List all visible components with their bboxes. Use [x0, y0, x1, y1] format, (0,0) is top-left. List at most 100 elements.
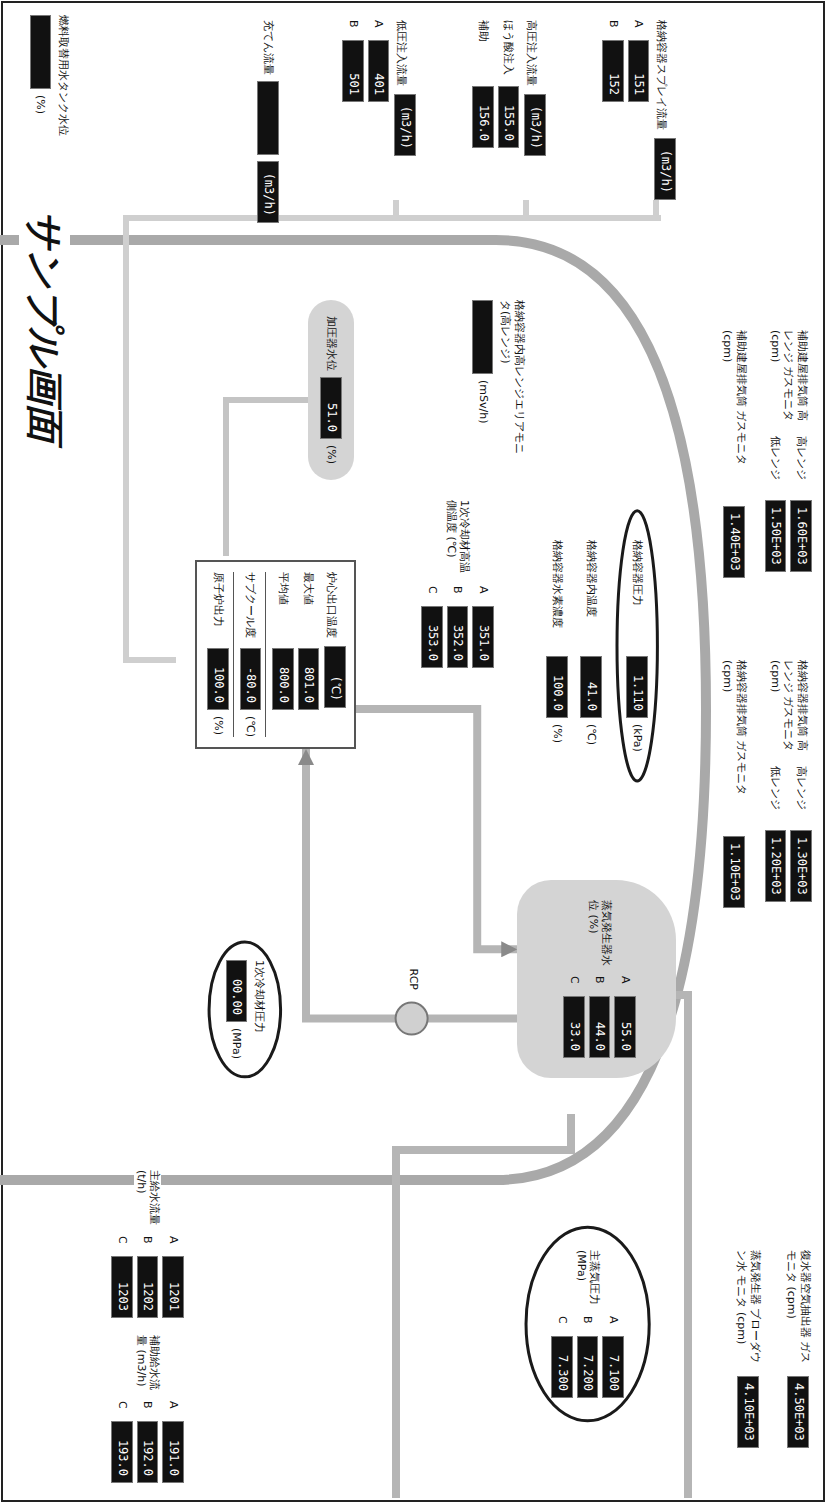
value-display: (m3/h)	[257, 161, 279, 223]
label-text: A	[618, 976, 632, 990]
readout-row: C 353.0	[421, 586, 443, 668]
value-display: 1.20E+03	[765, 830, 787, 902]
value-display: 41.0	[580, 656, 602, 718]
label-text: 低レンジ	[769, 766, 783, 824]
surge-line	[226, 400, 314, 556]
readout-row: 低レンジ 1.20E+03	[765, 766, 787, 902]
readout-row: サブクール度-80.0(℃)	[240, 572, 267, 737]
readout-panel: 主給水流量 (t/h)A1201B1202C1203	[109, 1170, 186, 1318]
readout-row: 高レンジ1.60E+03	[790, 436, 812, 572]
value-display: 1.40E+03	[723, 506, 745, 578]
label-text: 平均値	[276, 572, 290, 642]
readout-row: B7.200	[577, 1316, 599, 1398]
label-text: 補助給水流量 (m3/h)	[134, 1335, 162, 1395]
readout-row: 蒸気発生器 ブローダウン水 モニタ (cpm)4.10E+03	[735, 1250, 763, 1448]
label-text: (℃)	[584, 724, 598, 745]
readout-row: 格納容器内温度 41.0 (℃)	[580, 540, 602, 745]
pump-symbol	[396, 1003, 428, 1035]
label-text: B	[141, 1236, 155, 1250]
label-text: (kPa)	[630, 724, 644, 752]
panel-body: A191.0B192.0C193.0	[109, 1401, 186, 1483]
label-text: 最大値	[302, 572, 316, 642]
label-text: 格納容器水素濃度	[550, 540, 564, 650]
pressurizer: 加圧器水位51.0(%)	[308, 300, 354, 480]
value-display: 4.10E+03	[737, 1376, 759, 1448]
label-text: C	[425, 586, 439, 600]
readout-row: 充てん流量 (m3/h)	[257, 20, 279, 223]
panel-body: 高レンジ1.60E+03低レンジ1.50E+03	[763, 436, 814, 572]
readout-row: (%)	[30, 15, 52, 136]
highlight-ring	[617, 511, 657, 781]
panel-heading: 主蒸気圧力 (MPa)	[574, 1250, 602, 1310]
label-text: 充てん流量	[261, 20, 275, 75]
readout-row: ほう酸注入155.0	[498, 20, 520, 156]
readout-row: B 1202	[137, 1236, 159, 1318]
readout-row: 復水器空気抽出器 ガスモニタ (cpm)4.50E+03	[785, 1250, 813, 1448]
readout-panel: 1次冷却材圧力 00.00(MPa)	[224, 960, 266, 1059]
panel-heading: 格納容器内高レンジエリアモニタ(高レンジ)	[499, 300, 527, 460]
label-text: ほう酸注入	[502, 20, 516, 80]
main-steam-line	[676, 995, 688, 1498]
label-text: A	[166, 1401, 180, 1415]
panel-body: 最大値801.0平均値800.0サブクール度-80.0(℃)原子炉出力100.0…	[205, 572, 321, 737]
label-text: B	[606, 20, 620, 34]
readout-panel: 主蒸気圧力 (MPa)A7.100B7.200C7.300	[549, 1250, 626, 1398]
label-text: (%)	[211, 716, 225, 735]
readout-row: B44.0	[589, 976, 611, 1058]
value-display: 7.200	[577, 1336, 599, 1398]
label-text: A	[372, 20, 386, 34]
label-text: C	[555, 1316, 569, 1330]
panel-heading: 補助建屋排気筒 高レンジ ガスモニタ (cpm)	[768, 330, 809, 430]
value-display: 00.00	[226, 960, 248, 1022]
coolant-pipe	[356, 709, 517, 949]
panel-heading: 格納容器スプレイ流量 (m3/h)	[654, 20, 676, 200]
readout-row: A191.0	[162, 1401, 184, 1483]
readout-row: 00.00(MPa)	[226, 960, 248, 1059]
panel-body: A7.100B7.200C7.300	[549, 1316, 626, 1398]
label-text: 加圧器水位	[324, 316, 338, 371]
value-display: 1.110	[626, 656, 648, 718]
highlight-ring	[526, 1227, 649, 1421]
label-text: 格納容器内温度	[584, 540, 598, 650]
panel-heading: 蒸気発生器水位 (%)	[586, 900, 614, 970]
value-display: 353.0	[421, 606, 443, 668]
label-text: (%)	[324, 445, 338, 464]
panel-heading: 格納容器排気筒 高レンジ ガスモニタ (cpm)	[768, 660, 809, 760]
label-text: C	[115, 1401, 129, 1415]
value-display: 1202	[137, 1256, 159, 1318]
label-text: 復水器空気抽出器 ガスモニタ (cpm)	[785, 1250, 813, 1370]
label-text: 格納容器スプレイ流量	[654, 20, 668, 130]
label-text: B	[451, 586, 465, 600]
value-display: 156.0	[472, 86, 494, 148]
value-display: 1201	[162, 1256, 184, 1318]
label-text: 蒸気発生器水位 (%)	[586, 900, 614, 970]
readout-row: A401	[368, 20, 390, 156]
panel-heading: 1次冷却材圧力	[252, 960, 266, 1059]
readout-panel: 高圧注入流量(m3/h)ほう酸注入155.0補助156.0	[470, 20, 546, 156]
label-text: A	[632, 20, 646, 34]
label-text: 1次冷却材圧力	[252, 960, 266, 1033]
panel-heading: 炉心出口温度(℃)	[324, 572, 346, 737]
readout-panel: 1次冷却材高温側温度 (℃)A351.0B352.0C353.0	[419, 500, 496, 668]
value-display: (℃)	[324, 646, 346, 708]
readout-panel: 格納容器スプレイ流量(m3/h)A151B152	[600, 20, 676, 200]
label-text: 補助建屋排気筒 高レンジ ガスモニタ (cpm)	[768, 330, 809, 430]
value-display: (m3/h)	[654, 138, 676, 200]
value-display: 352.0	[447, 606, 469, 668]
label-text: 高レンジ	[794, 436, 808, 494]
readout-panel: 格納容器排気筒 高レンジ ガスモニタ (cpm)高レンジ1.30E+03低レンジ…	[763, 660, 814, 902]
label-text: 格納容器排気筒 ガスモニタ (cpm)	[721, 660, 749, 830]
label-text: (%)	[34, 95, 48, 114]
value-display: 193.0	[111, 1421, 133, 1483]
panel-body: A401B501	[340, 20, 391, 156]
label-text: 補助建屋排気筒 ガスモニタ (cpm)	[721, 330, 749, 500]
label-text: 主給水流量 (t/h)	[134, 1170, 162, 1230]
readout-row: 低レンジ1.50E+03	[765, 436, 787, 572]
readout-panel: 低圧注入流量(m3/h)A401B501	[340, 20, 416, 156]
readout-row: 格納容器水素濃度100.0(%)	[546, 540, 568, 743]
value-display: 1.50E+03	[765, 500, 787, 572]
label-text: 高圧注入流量	[524, 20, 538, 86]
panel-heading: 高圧注入流量(m3/h)	[524, 20, 546, 156]
value-display: 351.0	[472, 606, 494, 668]
